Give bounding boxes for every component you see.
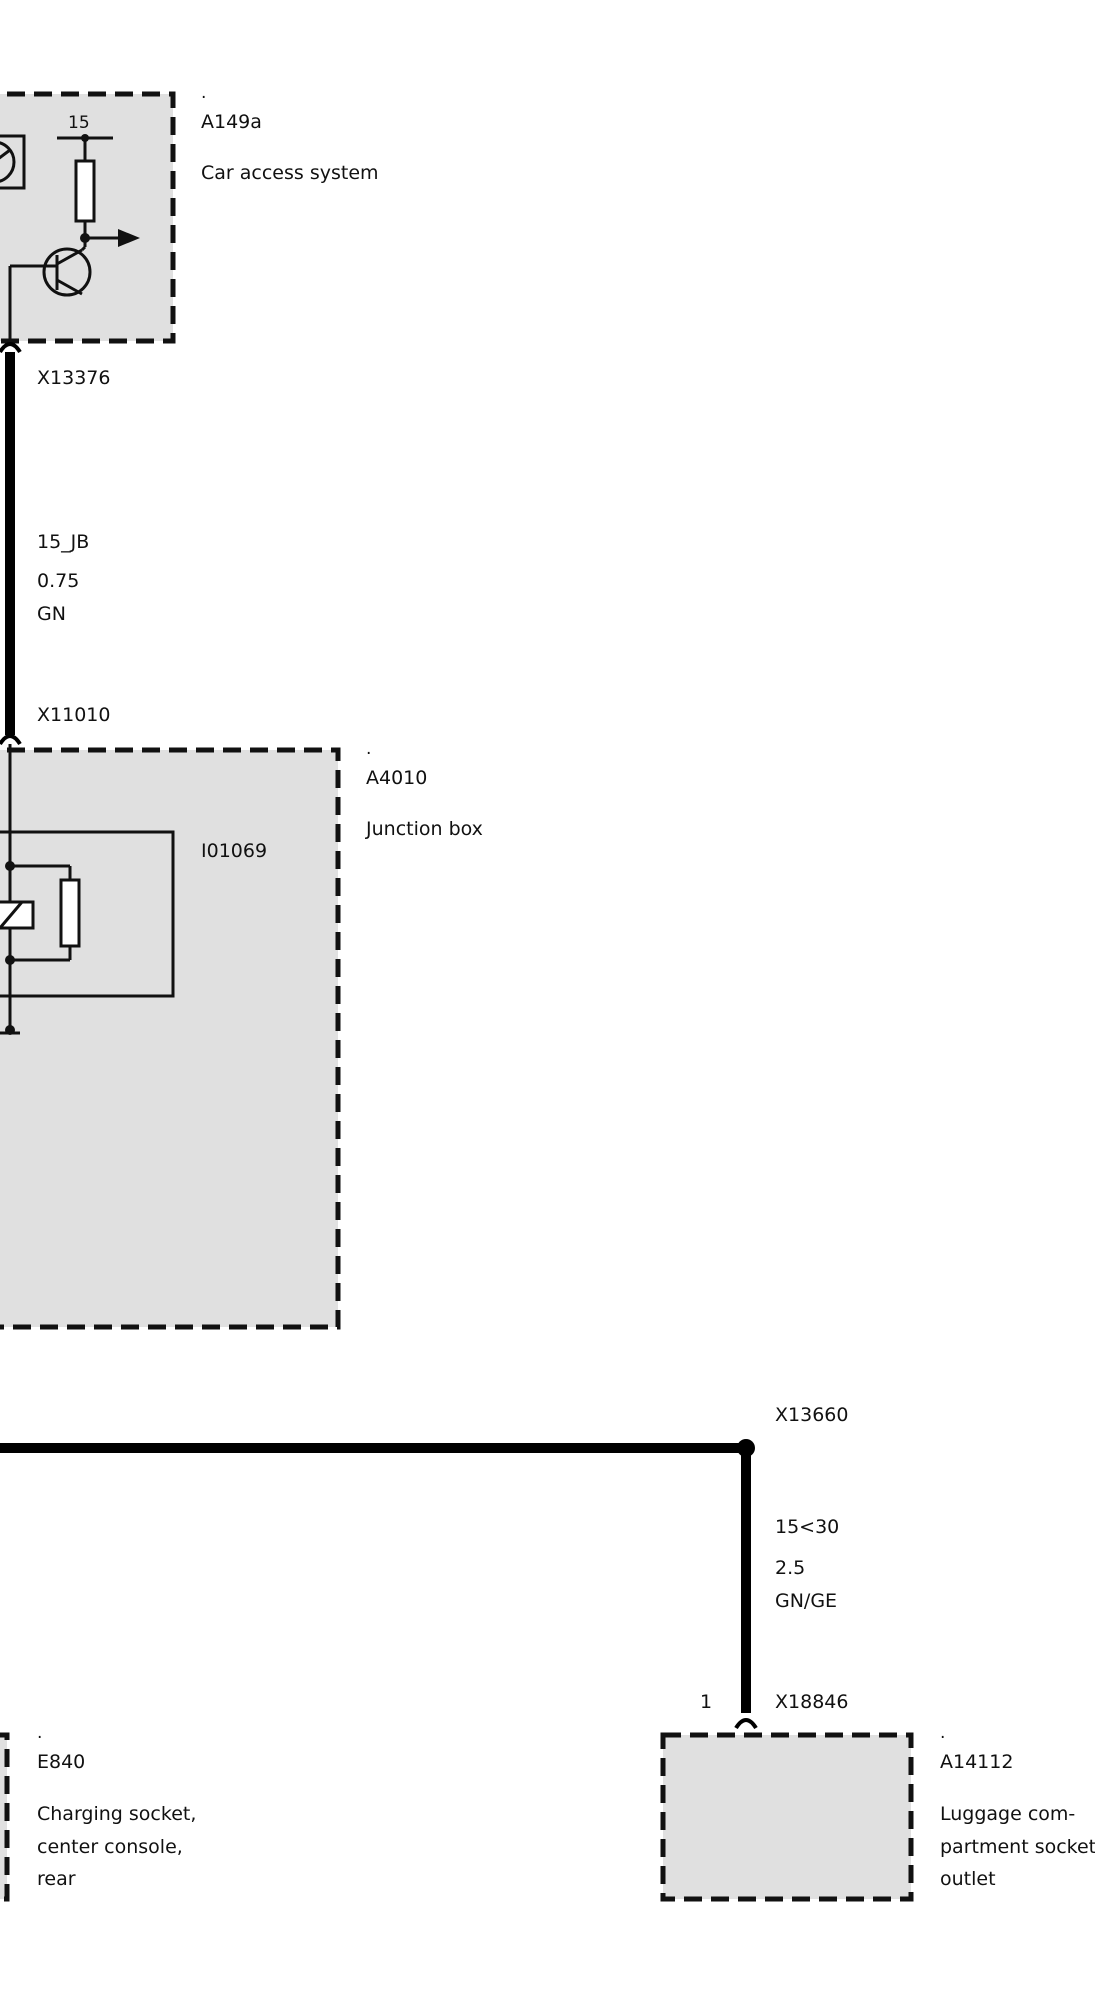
component-a14112[interactable]: . A14112 Luggage com- partment socket ou… [660,1723,1095,1902]
e840-dot: . [37,1723,42,1743]
x13376-label: X13376 [37,367,110,389]
e840-name-line-2: center console, [37,1836,183,1858]
w1-gauge: 0.75 [37,570,79,592]
a4010-dot: . [366,739,371,759]
e840-box [0,1732,10,1902]
x11010-connector-icon [0,734,22,746]
relay-i01069 [0,830,175,998]
a14112-name-line-1: Luggage com- [940,1803,1075,1825]
e840-name-line-3: rear [37,1868,76,1890]
x18846-connector-icon [734,1718,758,1730]
a14112-pin: 1 [700,1691,712,1713]
w1-signal: 15_JB [37,531,89,553]
e840-id: E840 [37,1751,85,1773]
relay-id: I01069 [201,840,267,862]
x13660-label: X13660 [775,1404,848,1426]
w2-color: GN/GE [775,1590,837,1612]
a149a-resistor [74,159,96,223]
a4010-id: A4010 [366,767,427,789]
a14112-id: A14112 [940,1751,1013,1773]
a14112-name-line-3: outlet [940,1868,996,1890]
a149a-dot: . [201,83,206,103]
a149a-transistor-symbol [8,238,92,341]
a149a-id: A149a [201,111,262,133]
e840-name-line-1: Charging socket, [37,1803,196,1825]
a149a-output-arrow-icon [118,229,140,247]
w1-color: GN [37,603,66,625]
a4010-name: Junction box [365,818,483,840]
a149a-name: Car access system [201,162,379,184]
w2-gauge: 2.5 [775,1557,805,1579]
component-a4010[interactable]: I01069 . A4010 Junction box [0,739,483,1330]
component-e840[interactable]: . E840 Charging socket, center console, … [0,1723,196,1902]
a149a-pin-label: 15 [68,113,90,133]
a14112-box [660,1732,914,1902]
component-a149a[interactable]: 15 . A149a Car access system [0,83,379,344]
x11010-label: X11010 [37,704,110,726]
w2-signal: 15<30 [775,1516,839,1538]
a14112-dot: . [940,1723,945,1743]
x18846-label: X18846 [775,1691,848,1713]
a14112-name-line-2: partment socket [940,1836,1095,1858]
a4010-box [0,747,341,1330]
relay-resistor [59,878,81,948]
x13376-connector-icon [0,342,22,354]
a149a-sensor-symbol [0,134,26,190]
